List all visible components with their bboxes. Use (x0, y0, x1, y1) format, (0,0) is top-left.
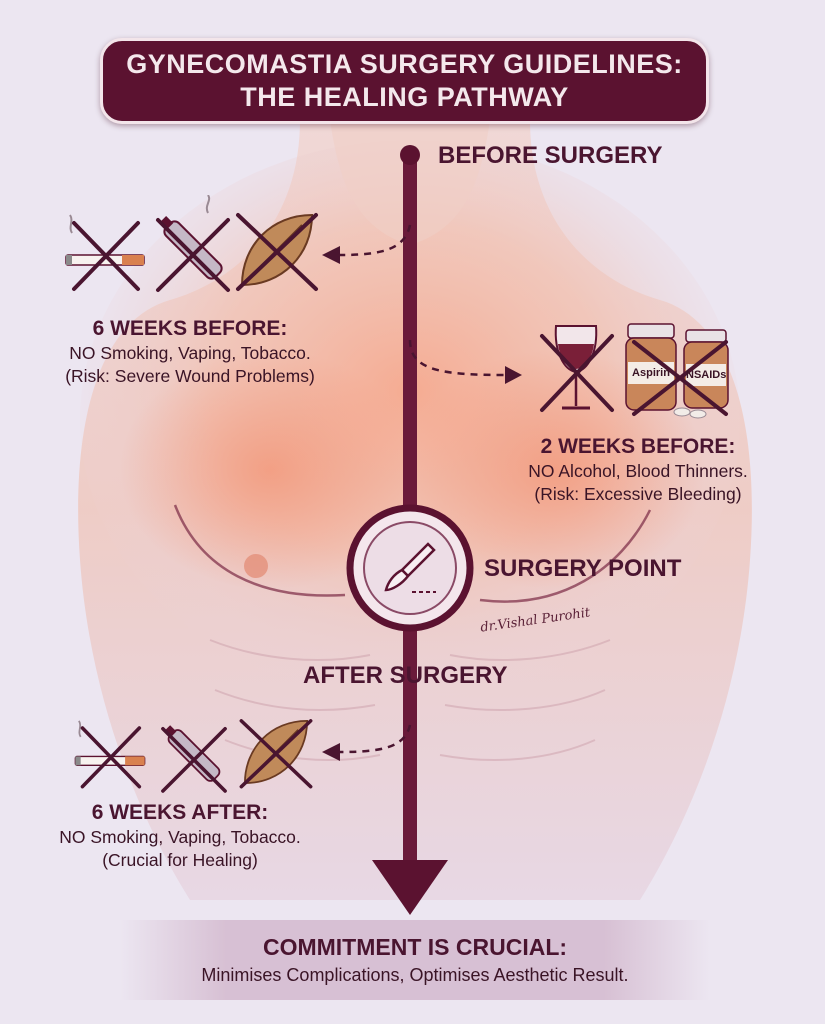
pill-bottle-icon: Aspirin NSAIDs (622, 320, 742, 420)
six-weeks-after-rule: NO Smoking, Vaping, Tobacco. (59, 827, 301, 847)
tobacco-leaf-icon (236, 213, 318, 291)
commitment-footer: COMMITMENT IS CRUCIAL: Minimises Complic… (120, 920, 710, 1000)
cigarette-icon (74, 720, 146, 789)
stage-before-surgery: BEFORE SURGERY (438, 142, 663, 169)
title-line-2: THE HEALING PATHWAY (240, 82, 569, 112)
title-line-1: GYNECOMASTIA SURGERY GUIDELINES: (126, 49, 683, 79)
vape-pen-icon (161, 725, 227, 793)
scalpel-icon (384, 542, 436, 593)
stage-surgery-point: SURGERY POINT (484, 555, 682, 582)
six-weeks-before-risk: (Risk: Severe Wound Problems) (65, 366, 315, 386)
nsaids-label: NSAIDs (686, 369, 726, 381)
cigarette-icon (65, 214, 145, 291)
two-weeks-before-risk: (Risk: Excessive Bleeding) (534, 484, 742, 504)
six-weeks-after-note: (Crucial for Healing) (102, 850, 258, 870)
six-weeks-after-heading: 6 WEEKS AFTER: (91, 801, 269, 824)
six-weeks-before-heading: 6 WEEKS BEFORE: (92, 317, 288, 340)
six-weeks-before-block: 6 WEEKS BEFORE: NO Smoking, Vaping, Toba… (30, 316, 350, 388)
vape-pen-icon (156, 195, 230, 292)
title-banner: GYNECOMASTIA SURGERY GUIDELINES: THE HEA… (100, 38, 709, 124)
six-weeks-after-block: 6 WEEKS AFTER: NO Smoking, Vaping, Tobac… (40, 800, 320, 872)
two-weeks-before-block: 2 WEEKS BEFORE: NO Alcohol, Blood Thinne… (478, 434, 798, 506)
six-weeks-before-rule: NO Smoking, Vaping, Tobacco. (69, 343, 311, 363)
footer-text: Minimises Complications, Optimises Aesth… (201, 965, 629, 985)
footer-heading: COMMITMENT IS CRUCIAL: (262, 934, 568, 960)
wine-glass-icon (540, 325, 614, 412)
aspirin-label: Aspirin (632, 367, 670, 379)
tobacco-leaf-icon (239, 719, 313, 789)
two-weeks-before-heading: 2 WEEKS BEFORE: (540, 435, 736, 458)
stage-after-surgery: AFTER SURGERY (303, 662, 508, 689)
two-weeks-before-rule: NO Alcohol, Blood Thinners. (528, 461, 748, 481)
